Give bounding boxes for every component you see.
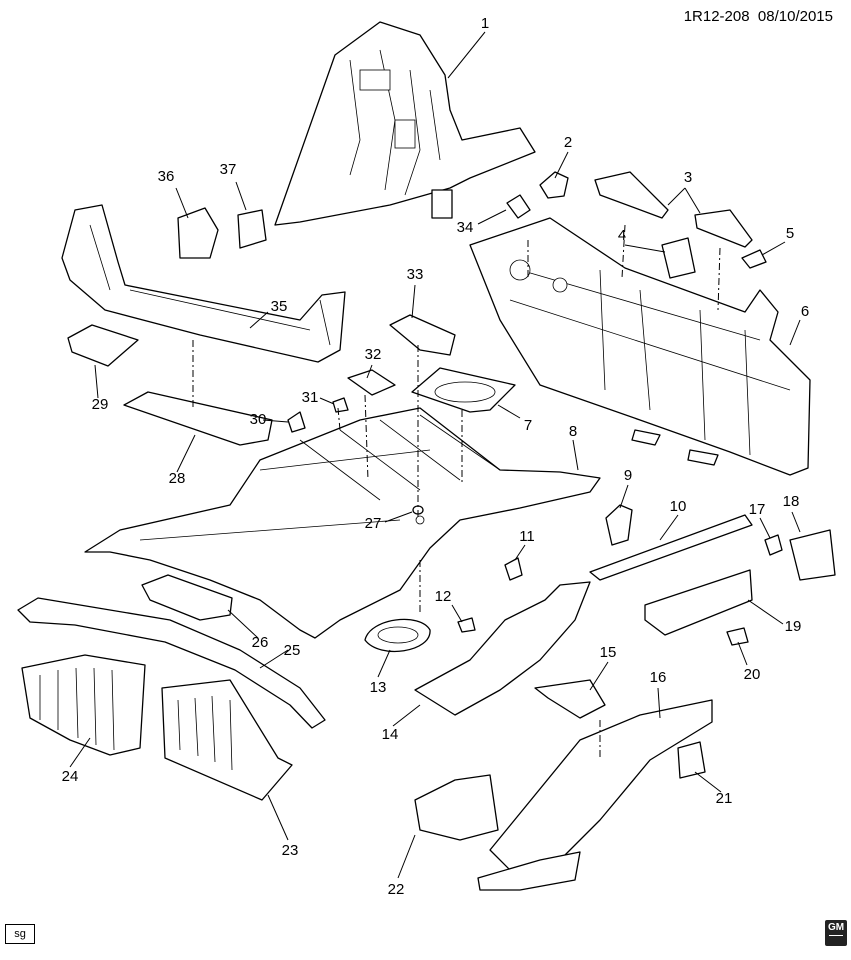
part-13-ring xyxy=(364,618,431,653)
callout-31: 31 xyxy=(302,389,319,406)
drawing-header: 1R12-208 08/10/2015 xyxy=(684,8,833,25)
callout-12: 12 xyxy=(435,588,452,605)
part-19-channel xyxy=(644,569,753,636)
callout-28: 28 xyxy=(169,470,186,487)
callout-26: 26 xyxy=(252,634,269,651)
part-18-bracket xyxy=(789,529,836,581)
part-21-bracket xyxy=(677,741,706,779)
callout-10: 10 xyxy=(670,498,687,515)
callout-27: 27 xyxy=(365,515,382,532)
part-17-clip xyxy=(764,534,783,556)
part-20-clip xyxy=(726,627,749,646)
part-1-rear-panel xyxy=(274,21,536,226)
part-36-bracket xyxy=(177,207,219,259)
callout-16: 16 xyxy=(650,669,667,686)
callout-35: 35 xyxy=(271,298,288,315)
alignment-lines xyxy=(192,224,721,760)
callout-4: 4 xyxy=(618,227,626,244)
callout-15: 15 xyxy=(600,644,617,661)
part-34-bracket xyxy=(506,194,531,219)
callout-24: 24 xyxy=(62,768,79,785)
part-16-rail xyxy=(489,699,713,871)
callout-3: 3 xyxy=(684,169,692,186)
part-9-bracket xyxy=(605,504,633,546)
callout-29: 29 xyxy=(92,396,109,413)
part-25-crossmember xyxy=(17,597,326,729)
part-29-bracket xyxy=(67,324,139,367)
callout-1: 1 xyxy=(481,15,489,32)
part-35-crossmember xyxy=(61,204,346,363)
gm-logo: GM xyxy=(825,920,847,946)
callout-30: 30 xyxy=(250,411,267,428)
part-24-panel xyxy=(21,654,146,756)
part-14-floor-extension xyxy=(414,581,591,716)
callout-37: 37 xyxy=(220,161,237,178)
gm-logo-text: GM xyxy=(827,922,845,933)
main-floor-pan xyxy=(84,407,601,639)
part-5-clip xyxy=(741,249,767,269)
callout-11: 11 xyxy=(519,528,535,545)
callout-5: 5 xyxy=(786,225,794,242)
callout-19: 19 xyxy=(785,618,802,635)
leader-lines xyxy=(69,31,801,879)
sg-label: sg xyxy=(5,924,35,944)
callout-6: 6 xyxy=(801,303,809,320)
part-3-reinforcement-right xyxy=(694,209,753,248)
callout-21: 21 xyxy=(716,790,733,807)
part-15-bracket xyxy=(534,679,606,719)
part-26-bracket xyxy=(141,574,233,621)
part-23-ribs xyxy=(177,695,233,771)
callout-14: 14 xyxy=(382,726,399,743)
callout-8: 8 xyxy=(569,423,577,440)
callout-2: 2 xyxy=(564,134,572,151)
callout-17: 17 xyxy=(749,501,766,518)
part-6-rear-floor-panel xyxy=(469,217,811,476)
callout-13: 13 xyxy=(370,679,387,696)
part-3-reinforcement xyxy=(594,171,669,219)
part-32-bracket xyxy=(347,369,396,396)
callout-20: 20 xyxy=(744,666,761,683)
callout-32: 32 xyxy=(365,346,382,363)
callout-25: 25 xyxy=(284,642,301,659)
part-4-plate xyxy=(661,237,696,279)
callout-33: 33 xyxy=(407,266,424,283)
part-30-clip xyxy=(287,411,306,433)
callout-7: 7 xyxy=(524,417,532,434)
part-28-reinforcement xyxy=(123,391,273,446)
part-11-clip xyxy=(504,557,523,581)
gm-logo-underline xyxy=(829,935,843,936)
part-10-rail xyxy=(589,514,753,581)
callout-23: 23 xyxy=(282,842,299,859)
part-37-bracket xyxy=(237,209,267,249)
part-2-bracket xyxy=(539,171,569,199)
callout-36: 36 xyxy=(158,168,175,185)
part-24-ribs xyxy=(39,667,115,751)
callout-18: 18 xyxy=(783,493,800,510)
callout-9: 9 xyxy=(624,467,632,484)
part-33-bracket xyxy=(389,314,456,356)
drawing-id: 1R12-208 xyxy=(683,8,750,25)
part-16-rail-lower xyxy=(477,851,581,891)
callout-labels: 1 2 3 4 5 6 7 8 9 10 11 12 13 14 15 16 1… xyxy=(62,15,810,898)
part-31-clip xyxy=(332,397,349,413)
callout-22: 22 xyxy=(388,881,405,898)
drawing-date: 08/10/2015 xyxy=(757,8,833,25)
part-23-panel xyxy=(161,679,293,801)
part-22-bracket xyxy=(414,774,499,841)
callout-34: 34 xyxy=(457,219,474,236)
